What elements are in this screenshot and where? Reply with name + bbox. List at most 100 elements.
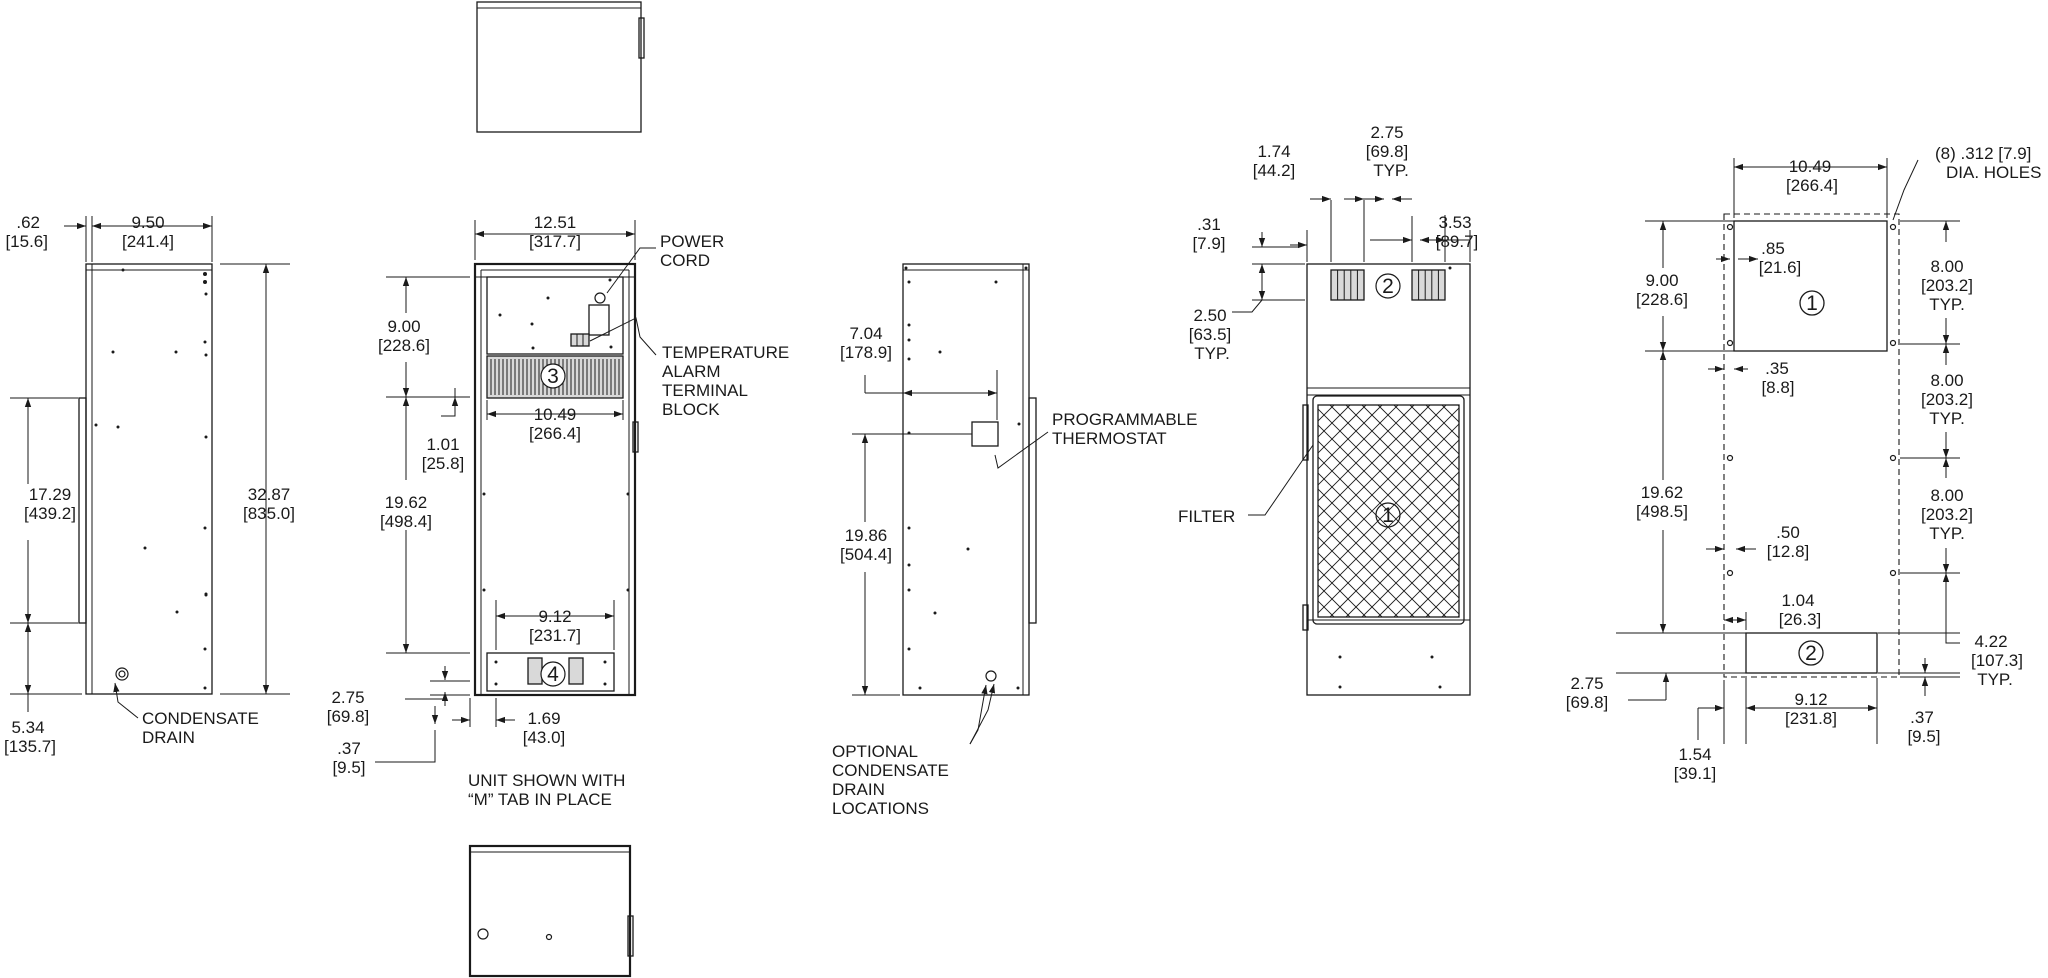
hatch-line xyxy=(1318,405,1399,486)
dim-174: 1.74 xyxy=(1257,142,1290,161)
dim-1729-mm: [439.2] xyxy=(24,504,76,523)
hatch-line xyxy=(1377,535,1459,617)
cut-dim-1962: 19.62 xyxy=(1641,483,1684,502)
power-cord-label-1: POWER xyxy=(660,232,724,251)
cut-dim-050-mm: [12.8] xyxy=(1767,542,1810,561)
unit-note-2: “M” TAB IN PLACE xyxy=(468,790,612,809)
front-view xyxy=(375,220,657,763)
dim-1251-mm: [317.7] xyxy=(529,232,581,251)
hatch-line xyxy=(1318,455,1459,598)
holes-label-2: DIA. HOLES xyxy=(1946,163,2041,182)
dim-534-mm: [135.7] xyxy=(4,737,56,756)
hatch-line xyxy=(1318,405,1415,502)
hatch-line xyxy=(1318,471,1459,614)
bottom-view xyxy=(468,844,634,978)
cut-dim-154: 1.54 xyxy=(1678,745,1711,764)
cut-dim-154-mm: [39.1] xyxy=(1674,764,1717,783)
cut-dim-275: 2.75 xyxy=(1570,674,1603,693)
dim-169: 1.69 xyxy=(527,709,560,728)
dim-275: 2.75 xyxy=(1370,123,1403,142)
cut-dim-1962-mm: [498.5] xyxy=(1636,502,1688,521)
cut-dim-104-mm: [26.3] xyxy=(1779,610,1822,629)
dim-704-mm: [178.9] xyxy=(840,343,892,362)
hatch-line xyxy=(1318,568,1367,617)
hatch-line xyxy=(1318,405,1447,534)
rear-view xyxy=(1232,195,1471,696)
hatch-line xyxy=(1361,405,1459,503)
hatch-line xyxy=(1409,405,1459,455)
balloon-3: 3 xyxy=(547,365,559,388)
cut-dim-050: .50 xyxy=(1776,523,1800,542)
filter-label: FILTER xyxy=(1178,507,1235,526)
hatch-line xyxy=(1586,405,1798,617)
dim-1049: 10.49 xyxy=(534,405,577,424)
cut-dim-1049: 10.49 xyxy=(1789,157,1832,176)
dim-275-mm: [69.8] xyxy=(1366,142,1409,161)
dim-3287-mm: [835.0] xyxy=(243,504,295,523)
hatch-line xyxy=(1682,405,1894,617)
cut-dim-037: .37 xyxy=(1910,708,1934,727)
dim-912-mm: [231.7] xyxy=(529,626,581,645)
dim-1729: 17.29 xyxy=(29,485,72,504)
temp-alarm-label-4: BLOCK xyxy=(662,400,720,419)
hatch-line xyxy=(1666,405,1878,617)
dim-037: .37 xyxy=(337,739,361,758)
cut-dim-037-mm: [9.5] xyxy=(1907,727,1940,746)
cut-dim-912: 9.12 xyxy=(1794,690,1827,709)
dim-169-mm: [43.0] xyxy=(523,728,566,747)
dim-353: 3.53 xyxy=(1438,213,1471,232)
cut-dim-912-mm: [231.8] xyxy=(1785,709,1837,728)
cut-dim-275-mm: [69.8] xyxy=(1566,693,1609,712)
optional-drain-label-1: OPTIONAL xyxy=(832,742,918,761)
hatch-line xyxy=(1329,487,1459,617)
hatch-line xyxy=(1666,405,1878,617)
dim-1251: 12.51 xyxy=(534,213,577,232)
hatch-line xyxy=(1318,405,1383,470)
thermostat-label-1: PROGRAMMABLE xyxy=(1052,410,1197,429)
hatch-line xyxy=(1682,405,1894,617)
hatch-line xyxy=(1393,551,1459,617)
cut-dim-035: .35 xyxy=(1765,359,1789,378)
hatch-line xyxy=(1441,405,1459,423)
power-cord-label-2: CORD xyxy=(660,251,710,270)
mounting-hole xyxy=(1889,454,1897,462)
dim-031: .31 xyxy=(1197,215,1221,234)
dim-900: 9.00 xyxy=(387,317,420,336)
dim-250-typ: TYP. xyxy=(1194,344,1230,363)
cut-dim-422: 4.22 xyxy=(1974,632,2007,651)
temp-alarm-label-2: ALARM xyxy=(662,362,721,381)
dim-275-mm: [69.8] xyxy=(327,707,370,726)
dim-1986: 19.86 xyxy=(845,526,888,545)
hatch-line xyxy=(1318,405,1431,518)
dim-062-mm: [15.6] xyxy=(5,232,48,251)
thermostat-label-2: THERMOSTAT xyxy=(1052,429,1167,448)
hatch-line xyxy=(1318,439,1459,582)
dim-1049-mm: [266.4] xyxy=(529,424,581,443)
dim-275: 2.75 xyxy=(331,688,364,707)
dim-174-mm: [44.2] xyxy=(1253,161,1296,180)
unit-note-1: UNIT SHOWN WITH xyxy=(468,771,625,790)
cut-dim-422-mm: [107.3] xyxy=(1971,651,2023,670)
hatch-line xyxy=(1318,536,1399,617)
dim-950-mm: [241.4] xyxy=(122,232,174,251)
condensate-drain-label-1: CONDENSATE xyxy=(142,709,259,728)
rear-balloon-1: 1 xyxy=(1382,504,1394,527)
left-side-view xyxy=(10,216,290,719)
cut-dim-035-mm: [8.8] xyxy=(1761,378,1794,397)
side-view xyxy=(852,263,1049,745)
dim-275-typ: TYP. xyxy=(1373,161,1409,180)
hatch-line xyxy=(1318,407,1459,550)
mounting-hole xyxy=(1889,339,1897,347)
hatch-line xyxy=(1602,405,1814,617)
filter-hatch xyxy=(1318,405,1894,617)
cut-dim-800c-typ: TYP. xyxy=(1929,524,1965,543)
mounting-hole xyxy=(1726,569,1734,577)
temp-alarm-label-3: TERMINAL xyxy=(662,381,748,400)
cut-dim-1049-mm: [266.4] xyxy=(1786,176,1838,195)
hatch-line xyxy=(1586,405,1798,617)
dim-250: 2.50 xyxy=(1193,306,1226,325)
dim-031-mm: [7.9] xyxy=(1192,234,1225,253)
hatch-line xyxy=(1361,519,1459,617)
cut-balloon-2: 2 xyxy=(1805,642,1817,665)
